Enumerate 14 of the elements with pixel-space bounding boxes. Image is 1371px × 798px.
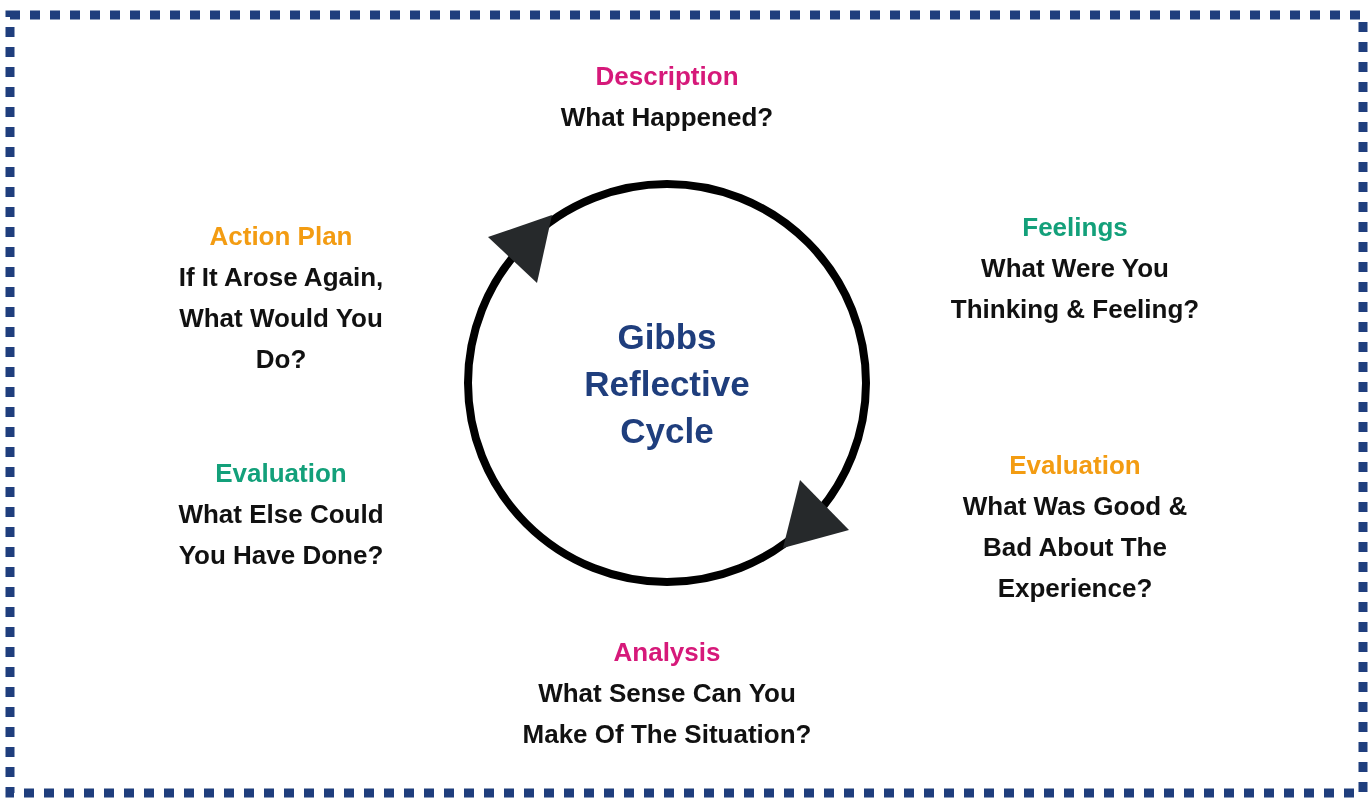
stage-heading: Action Plan <box>208 220 354 253</box>
stage-heading: Feelings <box>1021 211 1129 244</box>
cycle-circle <box>463 179 871 587</box>
stage-heading: Analysis <box>612 636 722 669</box>
stage-question: What Happened? <box>559 101 775 134</box>
stage-question: What Sense Can You Make Of The Situation? <box>521 677 813 751</box>
stage-heading: Description <box>594 60 740 93</box>
stage-heading: Evaluation <box>214 457 348 490</box>
cycle-title: Gibbs Reflective Cycle <box>583 315 751 452</box>
stage-question: What Were You Thinking & Feeling? <box>949 252 1201 326</box>
stage-question: What Was Good & Bad About The Experience? <box>961 490 1189 605</box>
stage-question: If It Arose Again, What Would You Do? <box>177 261 385 376</box>
stage-heading: Evaluation <box>1008 449 1142 482</box>
stage-question: What Else Could You Have Done? <box>177 498 385 572</box>
